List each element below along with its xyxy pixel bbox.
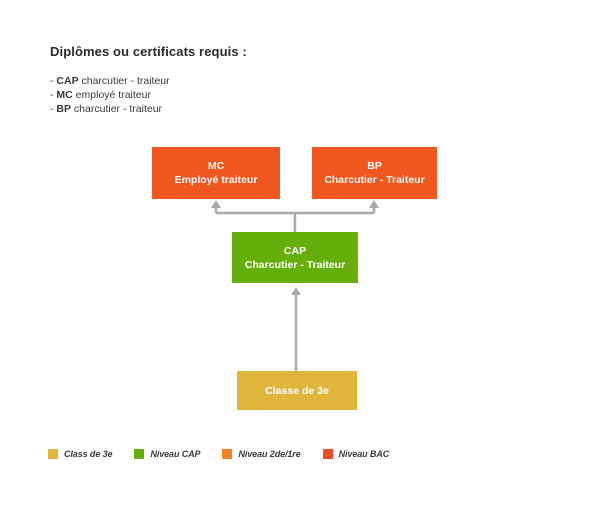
node-bp-line1: BP bbox=[367, 160, 382, 172]
list-item-rest: charcutier - traiteur bbox=[71, 103, 163, 115]
arrowhead-cap bbox=[291, 287, 301, 295]
legend-swatch-icon bbox=[322, 449, 333, 459]
list-item-prefix: - bbox=[50, 103, 57, 115]
legend-item-niveau-2de-1re: Niveau 2de/1re bbox=[222, 449, 301, 459]
node-cap[interactable]: CAP Charcutier - Traiteur bbox=[232, 232, 358, 283]
legend-item-niveau-cap: Niveau CAP bbox=[134, 449, 201, 459]
list-item-prefix: - bbox=[50, 75, 57, 87]
legend-label: Niveau BAC bbox=[338, 449, 390, 459]
node-classe-de-3e[interactable]: Classe de 3e bbox=[237, 371, 357, 410]
diploma-list: - CAP charcutier - traiteur - MC employé… bbox=[50, 74, 530, 116]
list-item-rest: charcutier - traiteur bbox=[78, 75, 170, 87]
intro-block: Diplômes ou certificats requis : - CAP c… bbox=[50, 44, 530, 116]
node-classe-de-3e-line1: Classe de 3e bbox=[265, 384, 329, 397]
node-mc-line2: Employé traiteur bbox=[174, 174, 258, 186]
list-item-code: BP bbox=[56, 103, 72, 115]
list-item: - BP charcutier - traiteur bbox=[50, 102, 530, 116]
list-item: - MC employé traiteur bbox=[50, 88, 530, 102]
node-bp-line2: Charcutier - Traiteur bbox=[324, 174, 425, 186]
node-bp[interactable]: BP Charcutier - Traiteur bbox=[312, 147, 437, 199]
legend-item-niveau-bac: Niveau BAC bbox=[322, 449, 390, 459]
page-title: Diplômes ou certificats requis : bbox=[50, 44, 247, 59]
list-item: - CAP charcutier - traiteur bbox=[50, 74, 530, 88]
legend: Class de 3e Niveau CAP Niveau 2de/1re Ni… bbox=[48, 449, 411, 459]
node-cap-line1: CAP bbox=[283, 244, 307, 257]
list-item-code: CAP bbox=[56, 75, 79, 87]
node-mc[interactable]: MC Employé traiteur bbox=[152, 147, 280, 199]
legend-item-classe-3e: Class de 3e bbox=[48, 449, 113, 459]
legend-label: Class de 3e bbox=[64, 449, 113, 459]
list-item-rest: employé traiteur bbox=[72, 89, 151, 101]
node-mc-line1: MC bbox=[207, 160, 225, 172]
legend-swatch-icon bbox=[222, 449, 233, 459]
legend-swatch-icon bbox=[48, 449, 58, 459]
legend-label: Niveau 2de/1re bbox=[238, 449, 301, 459]
arrowhead-mc bbox=[211, 200, 221, 208]
list-item-prefix: - bbox=[50, 89, 57, 101]
legend-label: Niveau CAP bbox=[150, 449, 201, 459]
arrowhead-bp bbox=[369, 200, 379, 208]
list-item-code: MC bbox=[56, 89, 73, 101]
legend-swatch-icon bbox=[134, 449, 145, 459]
node-cap-line2: Charcutier - Traiteur bbox=[244, 258, 346, 271]
